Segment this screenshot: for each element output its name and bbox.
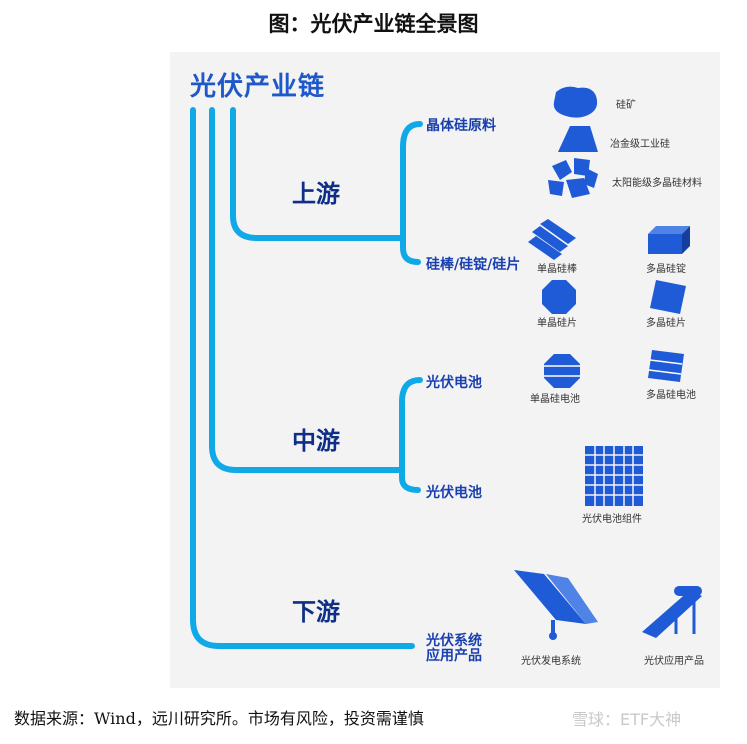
solar-poly-material-label: 太阳能级多晶硅材料 — [612, 178, 702, 189]
pv-cell-label-top: 光伏电池 — [426, 375, 482, 391]
downstream-label: 下游 — [292, 598, 340, 626]
midstream-fork-top — [399, 377, 423, 405]
rod-ingot-wafer-label: 硅棒/硅锭/硅片 — [426, 257, 521, 273]
silicon-ore-label: 硅矿 — [616, 100, 636, 111]
poly-cell-icon — [648, 350, 684, 382]
silicon-ore-icon — [553, 86, 598, 118]
pv-module-icon — [585, 446, 643, 506]
metallurgical-silicon-label: 冶金级工业硅 — [610, 139, 670, 150]
midstream-label: 中游 — [292, 427, 340, 455]
watermark: 雪球：ETF大神 — [572, 710, 682, 729]
poly-wafer-label: 多晶硅片 — [646, 318, 686, 329]
pv-cell-label-bottom: 光伏电池 — [426, 485, 482, 501]
metallurgical-silicon-icon — [558, 126, 598, 152]
mono-rod-icon — [528, 219, 576, 260]
module-label: 光伏电池组件 — [582, 514, 642, 525]
midstream-connector — [209, 107, 405, 473]
pv-application-label: 光伏应用产品 — [644, 656, 704, 667]
poly-cell-label: 多晶硅电池 — [646, 390, 696, 401]
mono-cell-icon — [544, 354, 580, 388]
mono-wafer-label: 单晶硅片 — [537, 318, 577, 329]
crystal-silicon-raw-label: 晶体硅原料 — [426, 118, 496, 134]
midstream-fork-bottom — [399, 399, 421, 493]
pv-system-label-line2: 应用产品 — [426, 648, 482, 664]
pv-power-system-icon — [514, 570, 598, 640]
data-source-note: 数据来源：Wind，远川研究所。市场有风险，投资需谨慎 — [14, 709, 424, 728]
upstream-label: 上游 — [292, 180, 340, 208]
pv-application-icon — [642, 586, 702, 638]
poly-ingot-label: 多晶硅锭 — [646, 264, 686, 275]
mono-rod-label: 单晶硅棒 — [537, 264, 577, 275]
upstream-fork-bottom — [400, 144, 421, 265]
pv-system-label-line1: 光伏系统 — [426, 633, 482, 649]
upstream-connector — [230, 107, 406, 241]
poly-material-icon — [548, 158, 598, 198]
diagram-panel — [170, 52, 720, 688]
poly-ingot-icon — [648, 226, 690, 254]
upstream-fork-top — [400, 121, 423, 150]
mono-wafer-icon — [542, 280, 576, 314]
root-label: 光伏产业链 — [190, 72, 326, 102]
mono-cell-label: 单晶硅电池 — [530, 394, 580, 405]
downstream-connector — [190, 107, 415, 649]
pv-power-system-label: 光伏发电系统 — [521, 656, 581, 667]
poly-wafer-icon — [650, 280, 686, 314]
figure-title: 图：光伏产业链全景图 — [268, 11, 479, 36]
